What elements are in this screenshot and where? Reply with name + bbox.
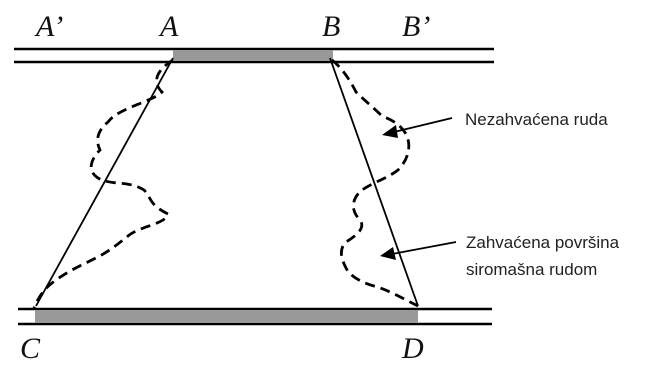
left-actual-boundary [32, 58, 174, 309]
arrow-unswept-ore [382, 117, 453, 138]
label-c: C [20, 332, 41, 365]
top-drift [14, 47, 494, 64]
bottom-stope-segment [35, 310, 418, 323]
annotation-swept-area-line1: Zahvaćena površina [466, 233, 620, 252]
label-b-prime: B’ [402, 10, 430, 43]
label-d: D [401, 332, 424, 365]
annotation-unswept-ore: Nezahvaćena ruda [465, 110, 608, 129]
top-stope-segment [173, 50, 333, 61]
bottom-drift [18, 307, 492, 326]
label-a-prime: A’ [34, 10, 63, 43]
right-boundary-line [329, 57, 419, 307]
right-actual-boundary [331, 58, 419, 308]
left-boundary-line [35, 57, 174, 307]
label-a: A [158, 10, 179, 43]
arrow-swept-area [380, 241, 457, 260]
annotation-swept-area-line2: siromašna rudom [466, 260, 597, 279]
label-b: B [322, 10, 340, 43]
